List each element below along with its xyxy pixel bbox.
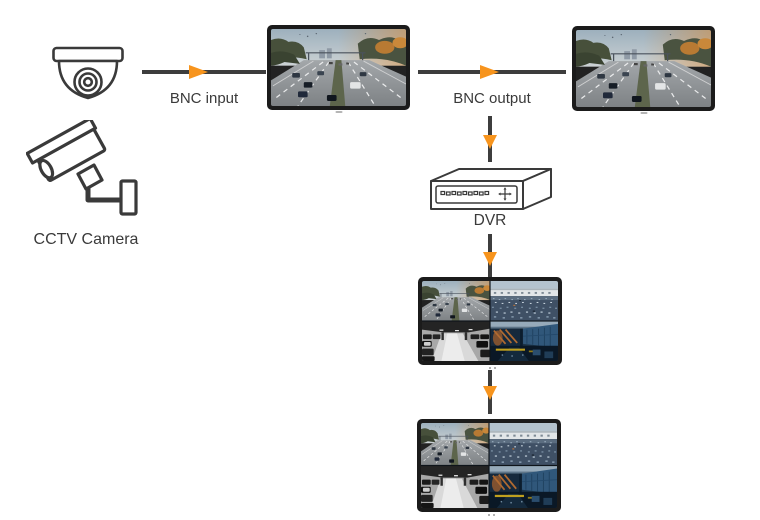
bnc-output-arrow (418, 65, 566, 79)
bnc-input-label: BNC input (169, 90, 239, 107)
down-arrow-to-quad-monitor-2 (483, 370, 497, 414)
monitor-2 (572, 26, 715, 114)
down-arrow-to-dvr (483, 116, 497, 162)
quad-monitor-1 (418, 277, 562, 369)
monitor-1 (267, 25, 410, 113)
monitor-2-screen-traffic (576, 30, 711, 107)
bnc-input-arrow (142, 65, 266, 79)
dome-camera-icon (52, 46, 124, 100)
monitor-1-screen-traffic (271, 29, 406, 106)
monitor-stand-dots (489, 367, 491, 369)
quad-monitor-2 (417, 419, 561, 516)
bullet-camera-icon (26, 120, 138, 216)
cctv-camera-label: CCTV Camera (33, 231, 139, 248)
dvr-icon (430, 168, 552, 210)
quad-monitor-2-screen (421, 423, 557, 508)
dvr-label: DVR (473, 212, 507, 229)
down-arrow-to-quad-monitor-1 (483, 234, 497, 278)
monitor-stand-notch (335, 111, 342, 113)
monitor-stand-notch (640, 112, 647, 114)
bnc-output-label: BNC output (453, 90, 531, 107)
quad-monitor-1-screen (422, 281, 558, 361)
monitor-stand-dots (488, 514, 490, 516)
dvr-dpad-icon (498, 187, 512, 201)
